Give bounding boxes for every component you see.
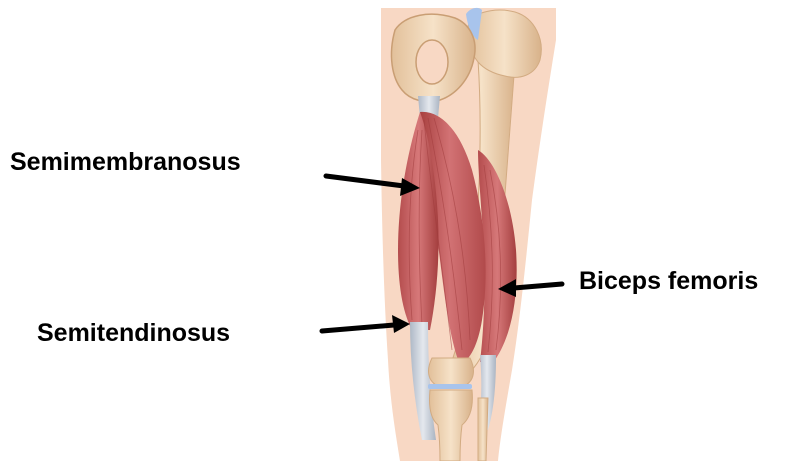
arrow-semitendinosus (322, 315, 410, 333)
label-semimembranosus: Semimembranosus (10, 150, 241, 175)
knee-cartilage (428, 384, 472, 389)
femur-condyles (429, 358, 474, 385)
label-biceps-femoris: Biceps femoris (579, 269, 758, 294)
fibula (478, 398, 488, 461)
label-semitendinosus: Semitendinosus (37, 321, 230, 346)
obturator-foramen (416, 40, 448, 84)
